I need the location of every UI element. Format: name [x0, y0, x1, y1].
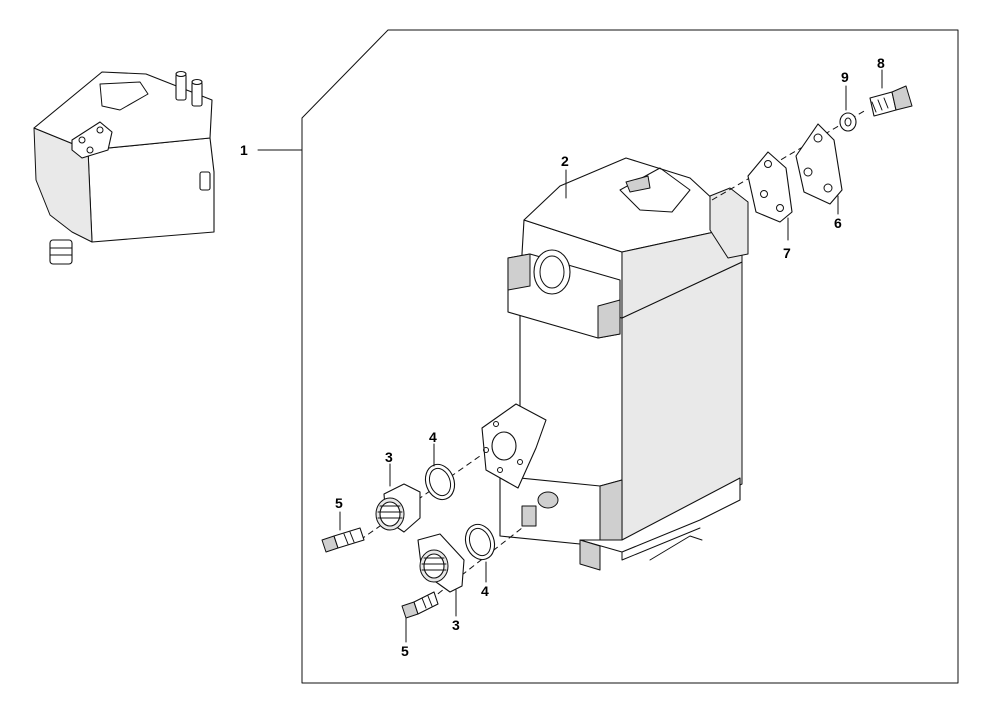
- o-ring-upper: [424, 463, 456, 501]
- port-flange-lower: [417, 533, 465, 593]
- callout-5-upper: 5: [335, 495, 343, 511]
- port-flange-upper: [375, 483, 421, 533]
- o-ring-lower: [464, 523, 496, 561]
- callout-4-upper: 4: [429, 429, 437, 445]
- callout-8: 8: [877, 55, 885, 71]
- callout-7: 7: [783, 245, 791, 261]
- callout-1: 1: [240, 142, 248, 158]
- bolt-port-lower: [401, 591, 439, 619]
- callout-6: 6: [834, 215, 842, 231]
- callout-2: 2: [561, 153, 569, 169]
- detail-frame: [301, 29, 959, 684]
- assembled-cooler-thumbnail: [33, 70, 215, 265]
- cover-plate: [795, 123, 843, 205]
- callout-4-lower: 4: [481, 583, 489, 599]
- callout-5-lower: 5: [401, 643, 409, 659]
- bolt-upper: [869, 85, 913, 117]
- callout-3-lower: 3: [452, 617, 460, 633]
- callout-9: 9: [841, 69, 849, 85]
- lock-washer: [839, 112, 857, 132]
- callout-3-upper: 3: [385, 449, 393, 465]
- gasket-plate: [747, 151, 793, 223]
- bolt-port-upper: [321, 527, 365, 553]
- oil-cooler-housing: [481, 157, 749, 571]
